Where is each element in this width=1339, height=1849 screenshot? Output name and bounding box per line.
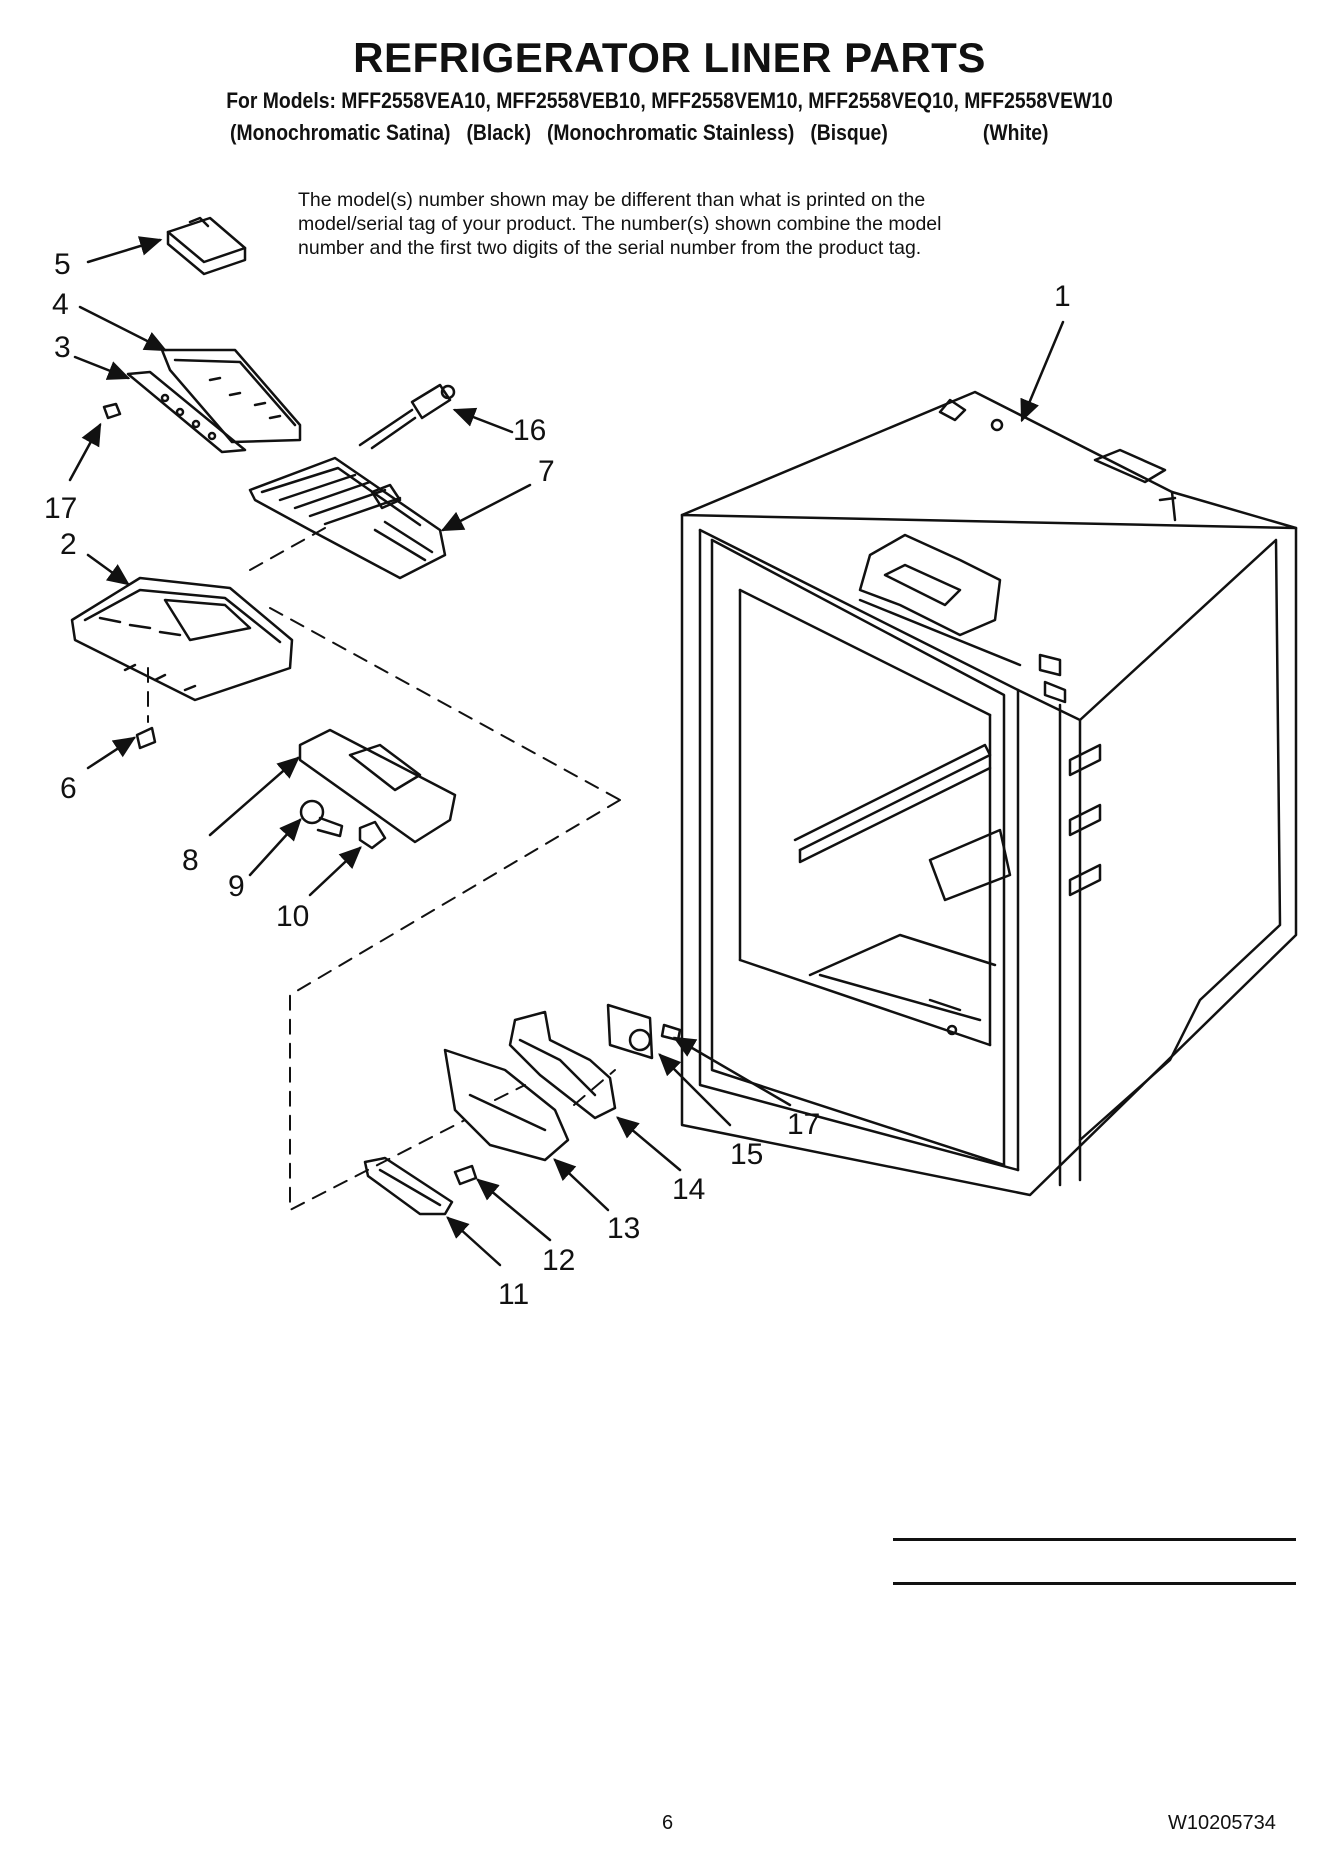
callout-14: 14 [672, 1173, 706, 1206]
callout-9: 9 [228, 870, 245, 903]
part-10-socket [358, 820, 387, 850]
callout-5: 5 [54, 248, 71, 281]
part-15-module [606, 1003, 654, 1060]
page-title: REFRIGERATOR LINER PARTS [353, 34, 986, 81]
note-line: model/serial tag of your product. The nu… [298, 213, 942, 235]
models-line: For Models: MFF2558VEA10, MFF2558VEB10, … [226, 88, 1113, 113]
callout-4: 4 [52, 288, 69, 321]
callout-17-lower: 17 [787, 1108, 821, 1141]
callout-leader-lines [68, 236, 1065, 1267]
color-label: (Monochromatic Satina) [230, 120, 451, 145]
color-label: (Monochromatic Stainless) [546, 120, 795, 145]
callout-3: 3 [54, 331, 71, 364]
part-16-probe [358, 383, 456, 450]
part-17-clip [102, 402, 122, 420]
callout-15: 15 [730, 1138, 764, 1171]
part-5-housing [166, 216, 247, 276]
part-3-overlay [126, 370, 247, 454]
part-8-lens [298, 728, 457, 844]
document-number: W10205734 [1168, 1812, 1276, 1834]
blank-line [893, 1582, 1296, 1585]
part-12-screw [453, 1164, 478, 1186]
callout-12: 12 [542, 1244, 576, 1277]
part-2-light-housing [70, 576, 294, 702]
callout-17-upper: 17 [44, 492, 78, 525]
callout-6: 6 [60, 772, 77, 805]
color-label: (White) [982, 120, 1049, 145]
part-4-control-housing [160, 348, 302, 444]
blank-line [893, 1538, 1296, 1541]
callout-16: 16 [513, 414, 547, 447]
part-14-housing [508, 1010, 617, 1120]
part-6-switch [135, 726, 157, 750]
part-17-screw [660, 1023, 682, 1042]
callout-1: 1 [1054, 280, 1071, 313]
model-number-note: The model(s) number shown may be differe… [298, 188, 1078, 260]
part-13-trim [443, 1048, 570, 1162]
callout-11: 11 [498, 1278, 530, 1311]
note-line: number and the first two digits of the s… [298, 237, 922, 259]
page-number: 6 [662, 1812, 674, 1834]
callout-2: 2 [60, 528, 77, 561]
part-9-bulb [299, 799, 344, 838]
color-label: (Bisque) [810, 120, 888, 145]
assembly-dashed-lines [147, 527, 621, 1211]
callout-7: 7 [538, 455, 555, 488]
color-label: (Black) [466, 120, 532, 145]
model-colors: (Monochromatic Satina) (Black) (Monochro… [230, 120, 1059, 146]
liner-part-1 [680, 390, 1298, 1197]
part-11-pad [363, 1156, 454, 1216]
note-line: The model(s) number shown may be differe… [298, 189, 926, 211]
callout-10: 10 [276, 900, 310, 933]
part-7-cover [248, 456, 447, 580]
callout-8: 8 [182, 844, 199, 877]
callout-13: 13 [607, 1212, 641, 1245]
